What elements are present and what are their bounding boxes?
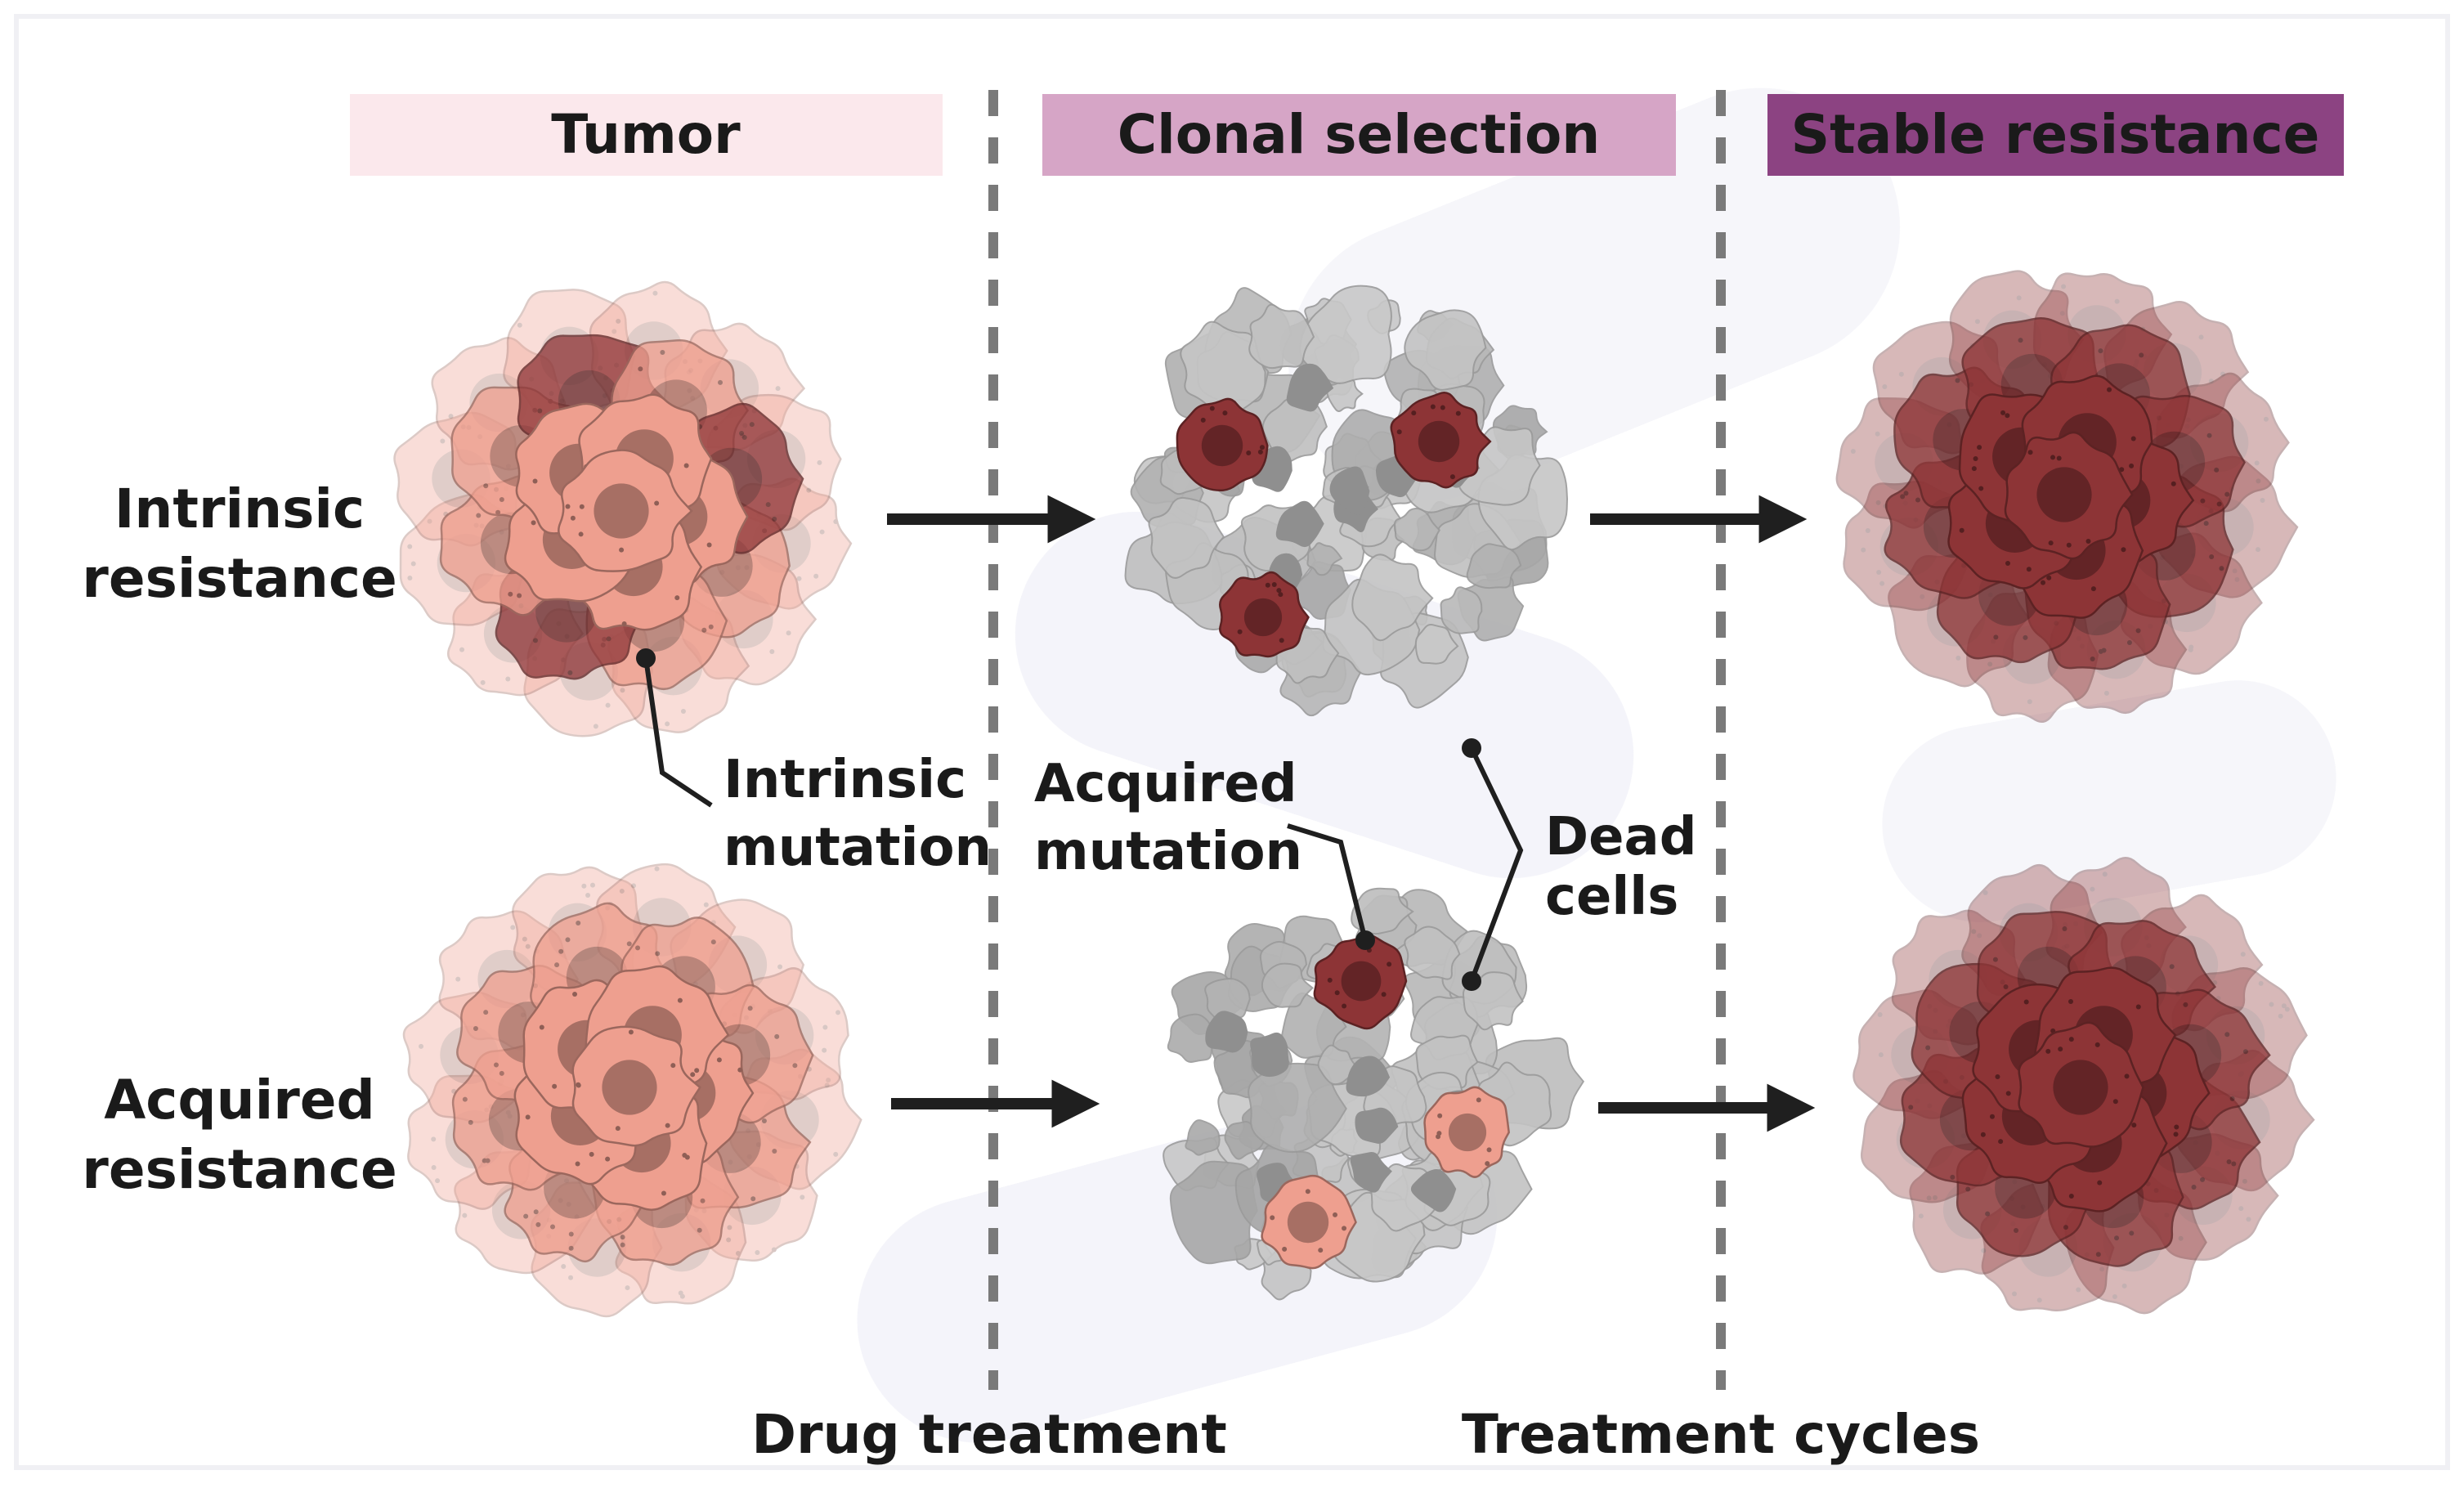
leader-dot: [1462, 971, 1481, 991]
dead-cell-fragment: [1250, 1032, 1289, 1078]
dead-cell: [1261, 962, 1314, 1008]
callout-dead-cells-line1: Dead: [1545, 807, 1697, 867]
cell: [558, 449, 693, 572]
leader-line: [1287, 823, 1368, 941]
header-box: [1042, 94, 1676, 176]
nucleus: [1287, 1201, 1329, 1244]
dead-cell: [1466, 543, 1522, 589]
dead-cell-fragment: [1275, 500, 1324, 548]
leader-dot: [1355, 930, 1375, 950]
dead-cell: [1167, 1013, 1219, 1063]
row-label-intrinsic-line2: resistance: [82, 547, 396, 610]
cell: [571, 1025, 701, 1147]
dead-cell: [1185, 1119, 1221, 1156]
callout-dead-cells: Dead cells: [1462, 738, 1697, 991]
resistant-cell: [1176, 397, 1269, 492]
callout-intrinsic-mutation: Intrinsic mutation: [636, 648, 992, 878]
header-box: [1767, 94, 2344, 176]
dead-cell-fragment: [1346, 1055, 1391, 1097]
callout-acquired-mutation-line1: Acquired: [1034, 754, 1297, 814]
surviving-cell: [1423, 1086, 1510, 1178]
column-header-tumor: Tumor: [350, 94, 943, 176]
row-label-acquired-line2: resistance: [82, 1138, 396, 1201]
dead-cell: [1180, 320, 1266, 415]
dead-cell: [1414, 623, 1459, 665]
dead-cell: [1351, 887, 1414, 935]
row-label-intrinsic-line1: Intrinsic: [114, 477, 365, 540]
footer-treatment-cycles: Treatment cycles: [1462, 1403, 1980, 1466]
header-tumor-label: Tumor: [551, 103, 741, 166]
callout-acquired-mutation-line2: mutation: [1034, 822, 1302, 882]
header-clonal-selection-label: Clonal selection: [1118, 103, 1601, 166]
clonal-selection-cluster-intrinsic: [1124, 285, 1569, 717]
nucleus: [1418, 420, 1460, 463]
nucleus: [602, 1060, 657, 1115]
leader-dot: [636, 648, 656, 668]
pill-shape: [1882, 680, 2336, 922]
nucleus: [1243, 598, 1283, 637]
mutated-cell: [1313, 934, 1408, 1030]
dead-cell: [1404, 926, 1461, 980]
dead-cell: [1148, 496, 1225, 579]
callout-intrinsic-mutation-line1: Intrinsic: [724, 750, 966, 810]
footer-drug-treatment: Drug treatment: [751, 1403, 1227, 1466]
surviving-cell: [1261, 1174, 1357, 1270]
leader-line: [1469, 746, 1524, 983]
column-header-clonal-selection: Clonal selection: [1042, 94, 1676, 176]
nucleus: [1201, 424, 1243, 467]
dead-cell-fragment: [1205, 1011, 1248, 1053]
tumor-cluster-acquired: [402, 863, 862, 1318]
header-box: [350, 94, 943, 176]
header-stable-resistance-label: Stable resistance: [1791, 103, 2320, 166]
dead-cell-fragment: [1350, 1152, 1392, 1193]
callout-dead-cells-line2: cells: [1545, 867, 1678, 927]
nucleus: [594, 483, 649, 539]
callout-intrinsic-mutation-line2: mutation: [724, 818, 992, 878]
column-header-stable-resistance: Stable resistance: [1767, 94, 2344, 176]
leader-line: [643, 657, 713, 808]
dead-cell-fragment: [1286, 363, 1334, 412]
cell: [2004, 431, 2134, 560]
nucleus: [2036, 467, 2092, 522]
nucleus: [1448, 1113, 1487, 1152]
resistant-cell: [1390, 392, 1492, 489]
leader-dot: [1462, 738, 1481, 758]
tumor-cluster-intrinsic: [393, 280, 853, 737]
row-label-acquired-line1: Acquired: [104, 1069, 375, 1132]
dead-cell: [1394, 508, 1441, 552]
callout-acquired-mutation: Acquired mutation: [1034, 754, 1375, 950]
dead-cell: [1351, 554, 1434, 642]
stable-resistance-cluster-intrinsic: [1835, 270, 2299, 724]
dead-cell: [1306, 542, 1343, 576]
cell: [2018, 1021, 2144, 1148]
dead-cell-fragment: [1355, 1107, 1399, 1144]
dead-cell: [1404, 309, 1487, 391]
dead-cell-fragment: [1410, 1169, 1457, 1212]
clonal-selection-cluster-acquired: [1163, 887, 1585, 1301]
nucleus: [2053, 1060, 2108, 1115]
dead-cell: [1440, 586, 1483, 634]
dead-cell: [1248, 1062, 1347, 1154]
nucleus: [1341, 961, 1382, 1002]
dead-cell-fragment: [1329, 466, 1370, 516]
dead-cell: [1204, 977, 1251, 1025]
resistant-cell: [1219, 571, 1310, 658]
stable-resistance-cluster-acquired: [1852, 857, 2315, 1315]
dead-cell: [1248, 303, 1315, 370]
